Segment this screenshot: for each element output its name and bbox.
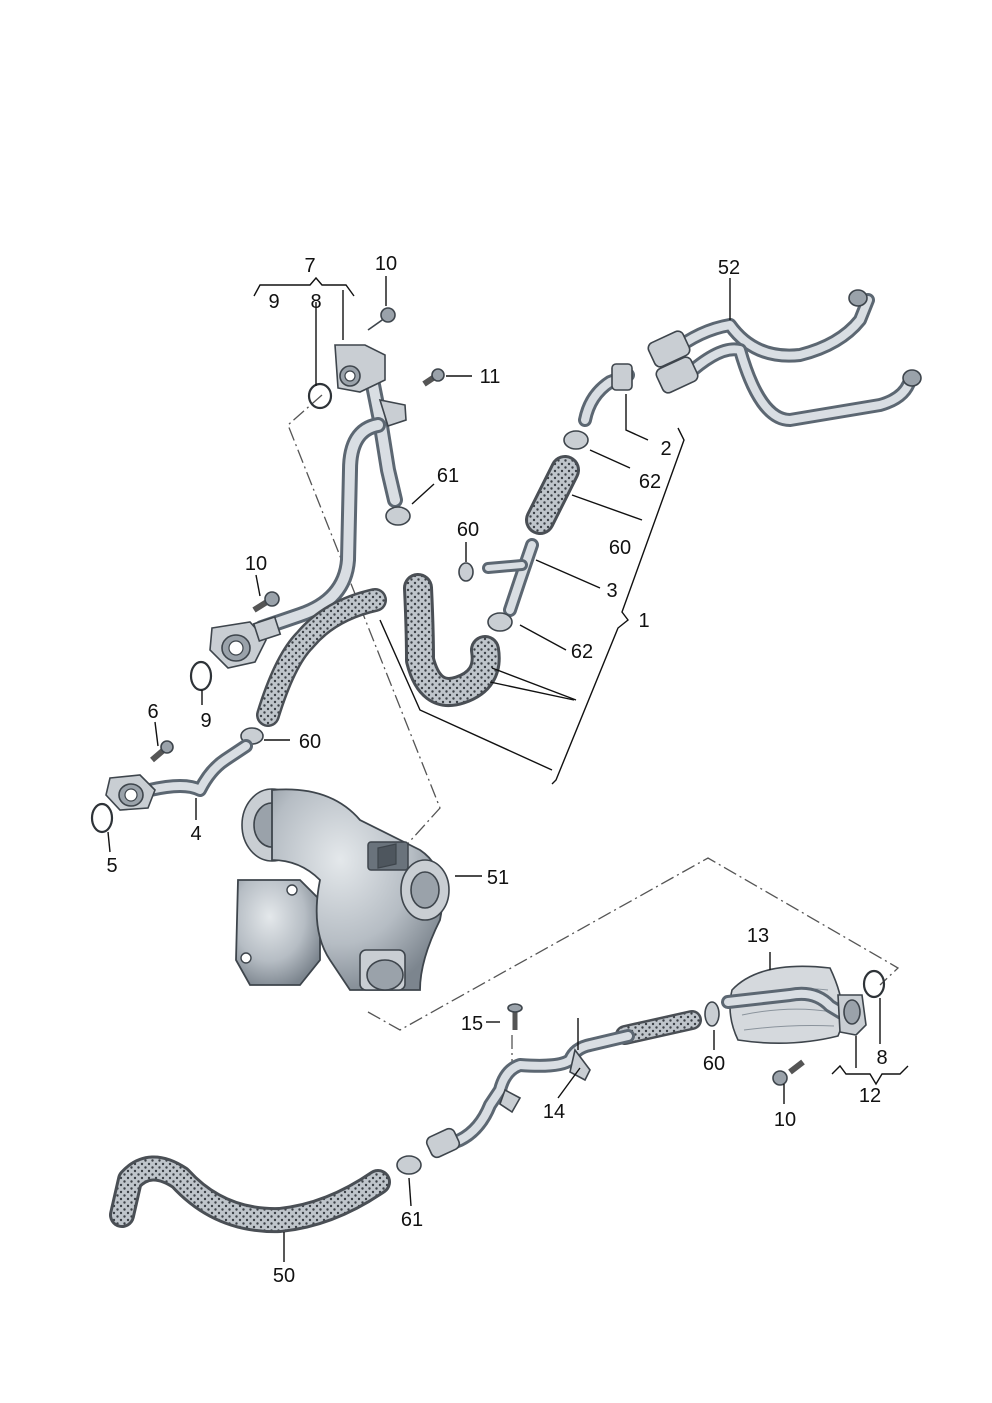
callout-10-bottom: 10 (774, 1109, 796, 1131)
turbocharger-51 (235, 788, 450, 991)
bolt-icon (252, 591, 280, 613)
callout-60-right: 60 (609, 537, 631, 559)
callout-13: 13 (747, 925, 769, 947)
bolt-icon (507, 1003, 523, 1030)
callout-4: 4 (190, 823, 201, 845)
coolant-pipe-assembly-7 (209, 344, 407, 669)
bolt-icon (422, 368, 445, 387)
callout-60-upper: 60 (457, 519, 479, 541)
o-ring-seal-icon (862, 969, 886, 999)
callout-14: 14 (543, 1101, 565, 1123)
coolant-hose-50 (109, 1155, 391, 1234)
callout-52: 52 (718, 257, 740, 279)
callout-60-left: 60 (299, 731, 321, 753)
bolt-icon (150, 740, 174, 763)
coolant-pipe-52 (647, 289, 922, 427)
callout-11: 11 (480, 366, 501, 388)
o-ring-seal-icon (189, 660, 213, 692)
callout-12: 12 (859, 1085, 881, 1107)
bolt-icon (772, 1059, 805, 1086)
coolant-hose-assembly-1 (256, 363, 635, 727)
callout-9-top: 9 (268, 291, 279, 313)
coolant-pipe-14 (425, 1010, 702, 1159)
callout-62-lower: 62 (571, 641, 593, 663)
callout-2: 2 (660, 438, 671, 460)
o-ring-seal-icon (307, 382, 333, 410)
callout-3: 3 (606, 580, 617, 602)
callout-labels: 7 9 8 10 11 61 60 10 9 60 6 4 5 51 52 2 … (106, 253, 887, 1287)
callout-9-lower: 9 (200, 710, 211, 732)
callout-7: 7 (304, 255, 315, 277)
callout-10-mid: 10 (245, 553, 267, 575)
reference-dashed-lines (287, 394, 900, 1062)
heat-shield-13 (729, 965, 844, 1044)
callout-6: 6 (147, 701, 158, 723)
callout-8-bottom: 8 (876, 1047, 887, 1069)
coolant-pipe-4 (105, 739, 253, 811)
callout-61-bottom: 61 (401, 1209, 423, 1231)
callout-60-bottom: 60 (703, 1053, 725, 1075)
callout-62-upper: 62 (639, 471, 661, 493)
bolt-icon (367, 307, 396, 331)
callout-8-top: 8 (310, 291, 321, 313)
callout-50: 50 (273, 1265, 295, 1287)
callout-10-top: 10 (375, 253, 397, 275)
callout-5: 5 (106, 855, 117, 877)
callout-61-upper: 61 (437, 465, 459, 487)
o-ring-seal-icon (90, 802, 114, 834)
leader-lines (107, 276, 909, 1262)
callout-15: 15 (461, 1013, 483, 1035)
coolant-pipe-12 (721, 986, 867, 1036)
callout-1: 1 (638, 610, 649, 632)
callout-51: 51 (487, 867, 509, 889)
